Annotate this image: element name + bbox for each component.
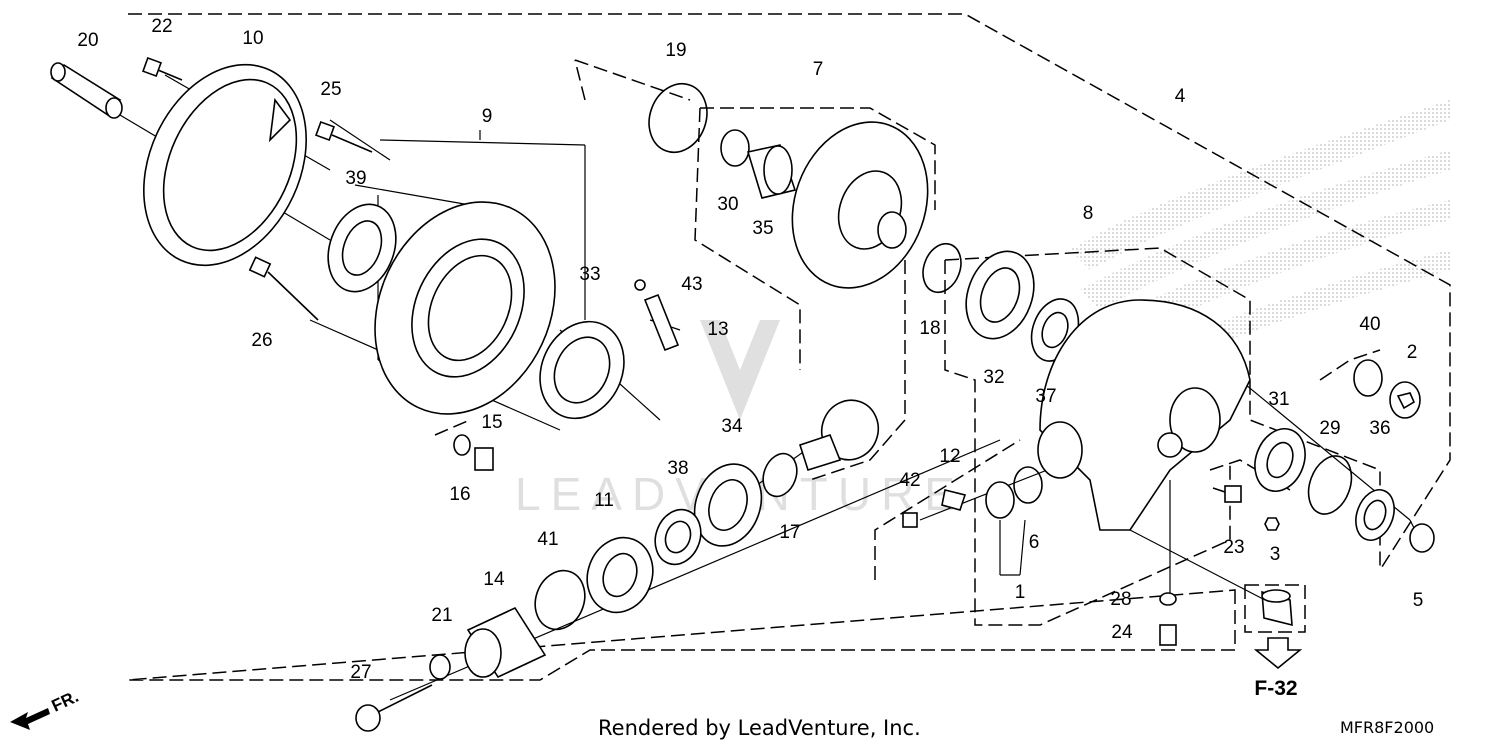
callout-29: 29 xyxy=(1319,418,1340,439)
callout-26: 26 xyxy=(251,330,272,351)
callout-2: 2 xyxy=(1407,342,1418,363)
part-30-ring xyxy=(720,129,750,167)
part-23-bolt xyxy=(1212,485,1242,503)
diagram-code: MFR8F2000 xyxy=(1340,718,1435,737)
callout-42: 42 xyxy=(899,470,920,491)
callout-31: 31 xyxy=(1268,389,1289,410)
part-2-nut xyxy=(1389,381,1421,419)
callout-12: 12 xyxy=(939,446,960,467)
part-17-shim xyxy=(762,452,798,498)
callout-16: 16 xyxy=(449,484,470,505)
ref-arrow xyxy=(1253,637,1303,670)
part-38-seal xyxy=(654,508,702,566)
callout-19: 19 xyxy=(665,40,686,61)
part-24-plug xyxy=(1159,624,1177,646)
callout-24: 24 xyxy=(1111,622,1133,643)
callout-41: 41 xyxy=(537,529,558,550)
callout-15: 15 xyxy=(481,412,502,433)
part-22-bolt xyxy=(142,57,183,81)
part-20-sleeve xyxy=(50,62,123,119)
callout-5: 5 xyxy=(1413,590,1424,611)
callout-18: 18 xyxy=(919,318,940,339)
part-32-bearing xyxy=(965,250,1035,340)
callout-40: 40 xyxy=(1359,314,1380,335)
part-8-gear-case xyxy=(1037,299,1251,531)
callout-3: 3 xyxy=(1270,544,1281,565)
part-41-o-ring xyxy=(534,569,586,631)
callout-1: 1 xyxy=(1015,582,1026,603)
part-19-snap-ring xyxy=(648,82,708,154)
part-14-coupling xyxy=(464,606,547,679)
callout-28: 28 xyxy=(1110,589,1131,610)
part-18-shim xyxy=(922,242,962,294)
callout-9: 9 xyxy=(482,106,493,127)
callout-32: 32 xyxy=(983,367,1004,388)
part-15-plug xyxy=(474,447,494,471)
part-36-seal xyxy=(1355,489,1395,541)
callout-36: 36 xyxy=(1369,418,1390,439)
callout-20: 20 xyxy=(77,30,98,51)
front-arrow-icon xyxy=(10,708,50,730)
callout-39: 39 xyxy=(345,168,366,189)
callout-17: 17 xyxy=(779,522,800,543)
part-33-bearing xyxy=(539,320,625,420)
part-27-bolt xyxy=(355,684,433,732)
part-11-nut xyxy=(586,536,654,614)
part-callouts: 1234567891011121314151617181920212223242… xyxy=(77,16,1423,683)
callout-8: 8 xyxy=(1083,203,1094,224)
callout-30: 30 xyxy=(717,194,738,215)
part-10-cover-ring xyxy=(143,63,307,267)
callout-37: 37 xyxy=(1035,386,1056,407)
part-9-housing-plate xyxy=(374,201,556,415)
ref-label: F-32 xyxy=(1254,677,1297,700)
callout-34: 34 xyxy=(721,416,743,437)
part-40-ring xyxy=(1353,359,1383,397)
callout-11: 11 xyxy=(594,490,614,511)
part-25-bolt xyxy=(315,121,373,153)
part-43-clip xyxy=(634,279,646,291)
part-35-needle-bearing xyxy=(746,144,797,199)
callout-4: 4 xyxy=(1175,86,1186,107)
part-31-bearing xyxy=(1254,428,1306,492)
callout-43: 43 xyxy=(681,274,702,295)
callout-25: 25 xyxy=(320,79,341,100)
part-16-washer xyxy=(453,434,471,456)
callout-22: 22 xyxy=(151,16,172,37)
part-6-collar xyxy=(985,466,1043,519)
part-26-bolt xyxy=(248,256,319,321)
callout-21: 21 xyxy=(431,605,452,626)
ref-cylinder xyxy=(1261,589,1293,627)
part-39-oil-seal xyxy=(327,203,397,293)
callout-38: 38 xyxy=(667,458,688,479)
part-28-washer xyxy=(1159,592,1177,606)
front-arrow-label: FR. xyxy=(49,687,82,716)
part-13-pin xyxy=(643,293,680,352)
part-12-clip xyxy=(941,489,967,511)
rendered-by-credit: Rendered by LeadVenture, Inc. xyxy=(598,716,921,740)
part-3-nut xyxy=(1264,517,1280,531)
part-7-ring-gear xyxy=(791,121,929,289)
callout-7: 7 xyxy=(813,59,824,80)
part-29-snap-ring xyxy=(1307,455,1353,515)
part-42-bolt xyxy=(902,512,918,528)
part-34-bearing xyxy=(693,463,763,547)
callout-27: 27 xyxy=(350,662,371,683)
part-21-washer xyxy=(429,654,451,680)
callout-23: 23 xyxy=(1223,537,1244,558)
part-pinion-gear xyxy=(798,399,880,472)
callout-33: 33 xyxy=(579,264,600,285)
callout-35: 35 xyxy=(752,218,773,239)
part-5-cap xyxy=(1409,523,1435,553)
callout-13: 13 xyxy=(707,319,728,340)
callout-6: 6 xyxy=(1029,532,1040,553)
callout-10: 10 xyxy=(242,28,263,49)
assembly-boundary xyxy=(127,13,1451,681)
callout-14: 14 xyxy=(483,569,505,590)
